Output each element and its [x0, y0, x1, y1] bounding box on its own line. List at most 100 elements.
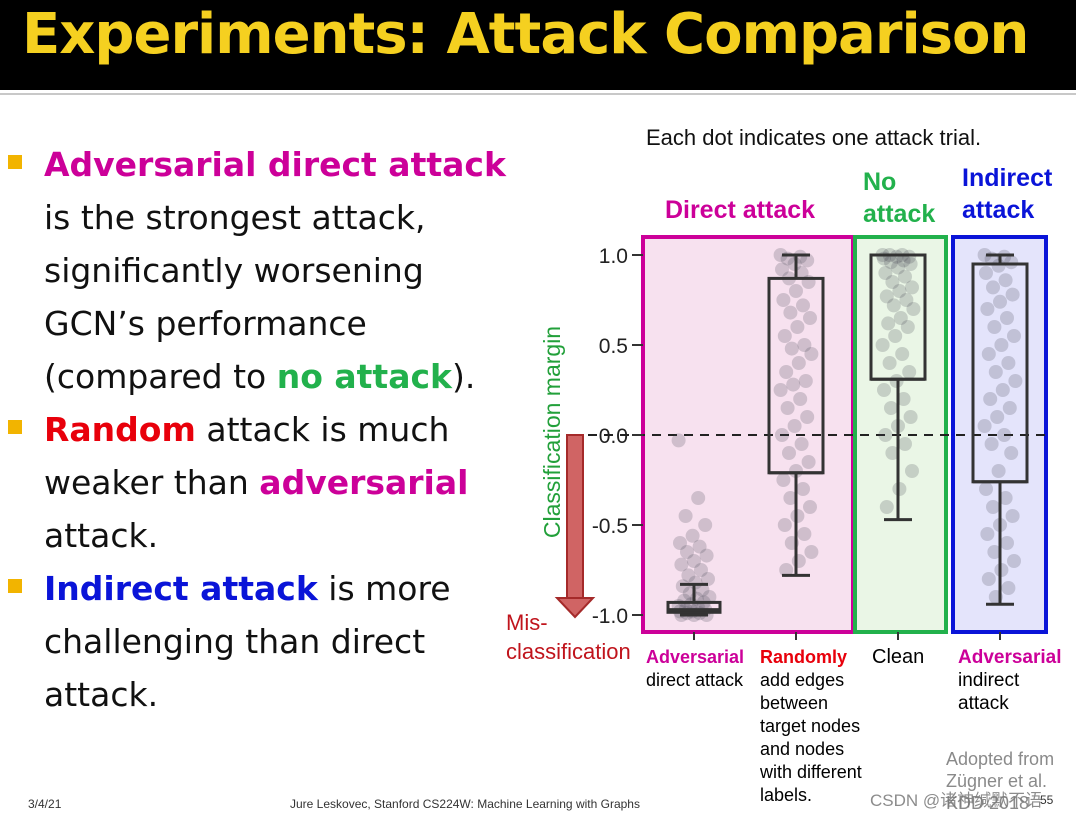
trial-point [685, 528, 700, 543]
bullet-marker [8, 420, 22, 434]
bullet-marker [8, 155, 22, 169]
bullet-item: Random attack is much weaker than advers… [6, 403, 506, 562]
trial-point [782, 446, 796, 460]
bullet-text: ). [451, 357, 476, 396]
x-category-label: direct attack [646, 670, 744, 690]
x-category-label: Adversarial [958, 647, 1062, 668]
trial-point [671, 433, 686, 448]
trial-point [977, 248, 992, 262]
trial-point [888, 329, 903, 343]
interquartile-box [666, 600, 722, 614]
bullet-text: no attack [276, 357, 452, 396]
trial-point [800, 410, 815, 424]
x-category-label: indirect [958, 670, 1020, 691]
group-header: attack [863, 200, 935, 228]
bullet-marker [8, 579, 22, 593]
group-header: attack [962, 196, 1034, 224]
trial-point [796, 298, 810, 313]
bullet-text: Adversarial direct attack [44, 145, 506, 184]
trial-point [993, 294, 1007, 309]
trial-point [695, 582, 710, 597]
trial-point [983, 392, 998, 406]
trial-point [800, 253, 815, 268]
trial-point [677, 593, 692, 608]
trial-point [787, 419, 802, 433]
bullet-text: attack is much weaker than [44, 410, 450, 502]
trial-point [981, 572, 996, 586]
title-bar: Experiments: Attack Comparison [0, 0, 1076, 90]
trial-point [987, 545, 1002, 559]
trial-point [902, 249, 917, 264]
trial-point [895, 347, 910, 361]
trial-point [801, 455, 816, 469]
trial-point [1001, 581, 1016, 595]
trial-point [698, 518, 713, 532]
trial-point [794, 437, 809, 451]
trial-point [791, 554, 806, 568]
x-category-label: and nodes [760, 739, 844, 759]
trial-point [997, 428, 1012, 442]
trial-point [900, 320, 915, 334]
x-category-label: between [760, 693, 828, 713]
trial-point [783, 491, 798, 505]
trial-point [1000, 311, 1014, 325]
trial-point [773, 383, 788, 397]
trial-point [1007, 554, 1021, 568]
trial-point [789, 464, 803, 478]
trial-point [879, 500, 894, 514]
y-tick-label: -1.0 [592, 605, 628, 628]
y-tick-label: 1.0 [599, 245, 628, 268]
bullet-text: Indirect attack [44, 569, 318, 608]
trial-point [699, 548, 714, 563]
y-tick-label: -0.5 [592, 515, 628, 538]
trial-point [692, 539, 707, 554]
trial-point [896, 392, 911, 406]
trial-point [1004, 255, 1019, 270]
trial-point [994, 338, 1009, 352]
trial-point [775, 428, 789, 442]
y-axis-label: Classification margin [539, 326, 565, 538]
x-category-label: Randomly [760, 647, 847, 667]
trial-point [892, 284, 907, 298]
trial-point [891, 260, 905, 275]
trial-point [1001, 356, 1016, 370]
trial-point [903, 410, 918, 424]
trial-point [886, 298, 901, 313]
source-note: Zügner et al. [946, 771, 1047, 791]
y-tick-label: 0.0 [599, 425, 628, 448]
trial-point [784, 341, 799, 356]
trial-point [773, 248, 788, 262]
trial-point [995, 383, 1010, 397]
trial-point [984, 437, 999, 451]
trial-point [797, 338, 812, 352]
down-arrow-icon [566, 434, 584, 601]
trial-point [1007, 329, 1021, 343]
x-category-label: Clean [872, 646, 924, 668]
x-category-label: attack [958, 693, 1009, 714]
x-category-label: add edges [760, 670, 844, 690]
bullet-text: attack. [44, 516, 159, 555]
trial-point [885, 446, 900, 460]
trial-point [977, 419, 992, 433]
trial-point [979, 266, 993, 280]
trial-point [779, 365, 794, 379]
trial-point [905, 464, 919, 478]
trial-point [803, 311, 817, 325]
bullet-list: Adversarial direct attack is the stronge… [6, 138, 506, 721]
trial-point [879, 289, 894, 304]
trial-point [790, 320, 805, 334]
trial-point [1008, 374, 1023, 388]
bullet-text: is the strongest attack, significantly w… [44, 198, 426, 396]
trial-point [1004, 446, 1019, 460]
trial-point [783, 305, 798, 320]
trial-point [998, 491, 1013, 505]
trial-point [878, 428, 893, 442]
trial-point [680, 545, 694, 559]
bullet-text: Random [44, 410, 196, 449]
trial-point [674, 557, 689, 572]
trial-point [791, 356, 806, 370]
trial-point [898, 437, 912, 451]
trial-point [798, 374, 813, 388]
trial-point [775, 262, 789, 277]
group-header: Direct attack [665, 196, 815, 224]
